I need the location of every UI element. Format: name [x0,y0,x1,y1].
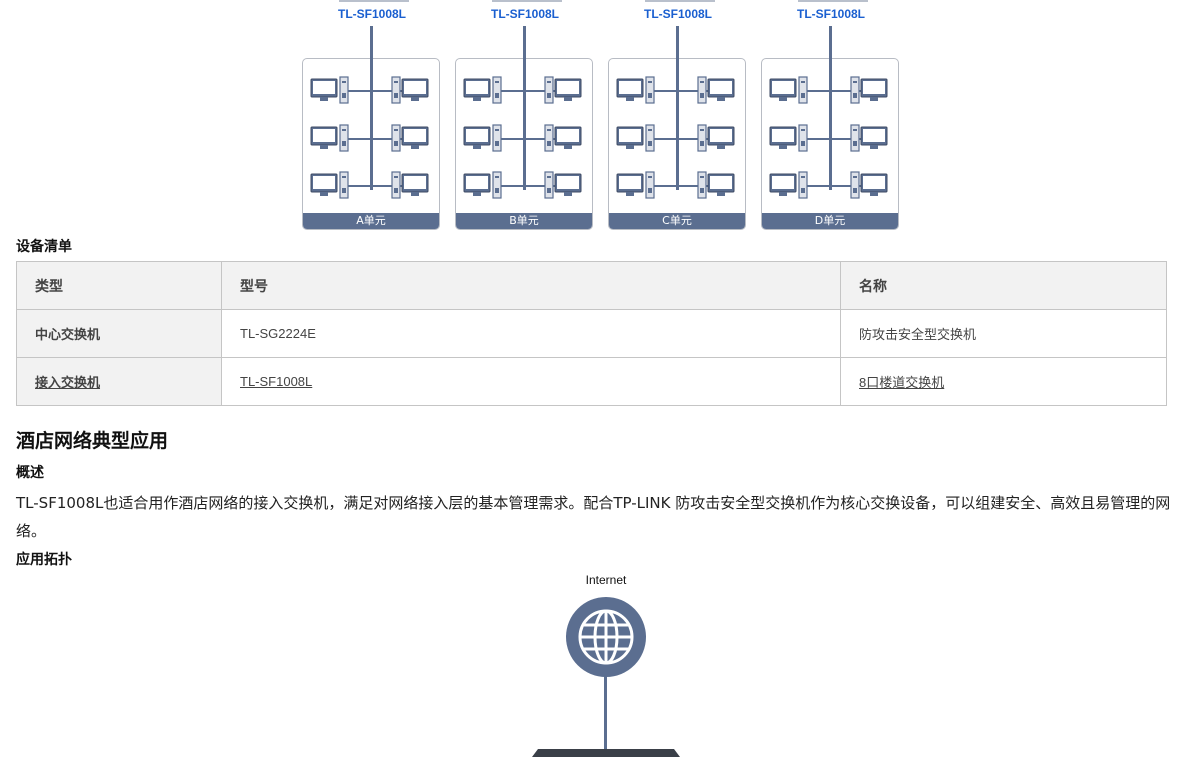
computer-icon [696,75,736,105]
unit-b-switch-model: TL-SF1008L [490,7,559,21]
table-row: 接入交换机 TL-SF1008L 8口楼道交换机 [16,357,1167,406]
unit-b-label: B单元 [456,213,592,229]
computer-icon [390,170,430,200]
overview-heading: 概述 [16,465,44,481]
globe-icon [566,597,646,677]
computer-icon [463,170,503,200]
computer-icon [390,123,430,153]
access-switch-name-link[interactable]: 8口楼道交换机 [859,375,945,390]
row-name-cell: 8口楼道交换机 [840,357,1167,406]
computer-icon [390,75,430,105]
computer-icon [849,75,889,105]
computer-icon [769,75,809,105]
pc-row-link [648,185,708,187]
table-header-row: 类型 型号 名称 [16,261,1167,310]
header-type: 类型 [16,261,222,310]
pc-row-link [342,185,402,187]
computer-icon [543,75,583,105]
overview-paragraph: TL-SF1008L也适合用作酒店网络的接入交换机，满足对网络接入层的基本管理需… [16,494,1171,540]
unit-a-label: A单元 [303,213,439,229]
unit-c-label: C单元 [609,213,745,229]
access-switch-type-link[interactable]: 接入交换机 [35,375,101,390]
pc-row-link [342,138,402,140]
uplink-stub [645,0,715,2]
unit-uplink-line [829,26,832,190]
table-row: 中心交换机 TL-SG2224E 防攻击安全型交换机 [16,309,1167,358]
unit-d-switch-model: TL-SF1008L [796,7,865,21]
header-name: 名称 [840,261,1167,310]
computer-icon [310,170,350,200]
pc-row-link [648,90,708,92]
unit-d-label: D单元 [762,213,898,229]
computer-icon [543,170,583,200]
computer-icon [849,123,889,153]
pc-row-link [495,138,555,140]
device-list-table: 类型 型号 名称 中心交换机 TL-SG2224E 防攻击安全型交换机 接入交换… [16,261,1167,406]
computer-icon [696,123,736,153]
computer-icon [463,75,503,105]
computer-icon [463,123,503,153]
computer-icon [310,75,350,105]
unit-a-switch-model: TL-SF1008L [337,7,406,21]
device-list-title: 设备清单 [16,239,72,255]
building-topology-diagram: TL-SF1008L TL-SF1008L TL-SF1008L TL-SF10… [0,0,1204,235]
computer-icon [696,170,736,200]
internet-link-line [604,676,607,750]
pc-row-link [495,185,555,187]
row-name-cell: 防攻击安全型交换机 [840,309,1167,358]
row-model-cell: TL-SG2224E [221,309,841,358]
pc-row-link [801,185,861,187]
uplink-stub [492,0,562,2]
core-switch-icon [532,749,680,757]
uplink-stub [798,0,868,2]
computer-icon [616,170,656,200]
row-model-cell: TL-SF1008L [221,357,841,406]
computer-icon [849,170,889,200]
row-type-cell: 接入交换机 [16,357,222,406]
computer-icon [310,123,350,153]
access-switch-model-link[interactable]: TL-SF1008L [240,374,313,389]
unit-uplink-line [370,26,373,190]
pc-row-link [801,90,861,92]
computer-icon [616,75,656,105]
pc-row-link [342,90,402,92]
unit-uplink-line [676,26,679,190]
uplink-stub [339,0,409,2]
unit-uplink-line [523,26,526,190]
topology-heading: 应用拓扑 [16,552,72,568]
computer-icon [769,170,809,200]
unit-c-switch-model: TL-SF1008L [643,7,712,21]
hotel-section-title: 酒店网络典型应用 [16,430,169,452]
computer-icon [543,123,583,153]
pc-row-link [801,138,861,140]
row-type-cell: 中心交换机 [16,309,222,358]
internet-label: Internet [585,573,627,587]
computer-icon [616,123,656,153]
pc-row-link [495,90,555,92]
computer-icon [769,123,809,153]
header-model: 型号 [221,261,841,310]
pc-row-link [648,138,708,140]
